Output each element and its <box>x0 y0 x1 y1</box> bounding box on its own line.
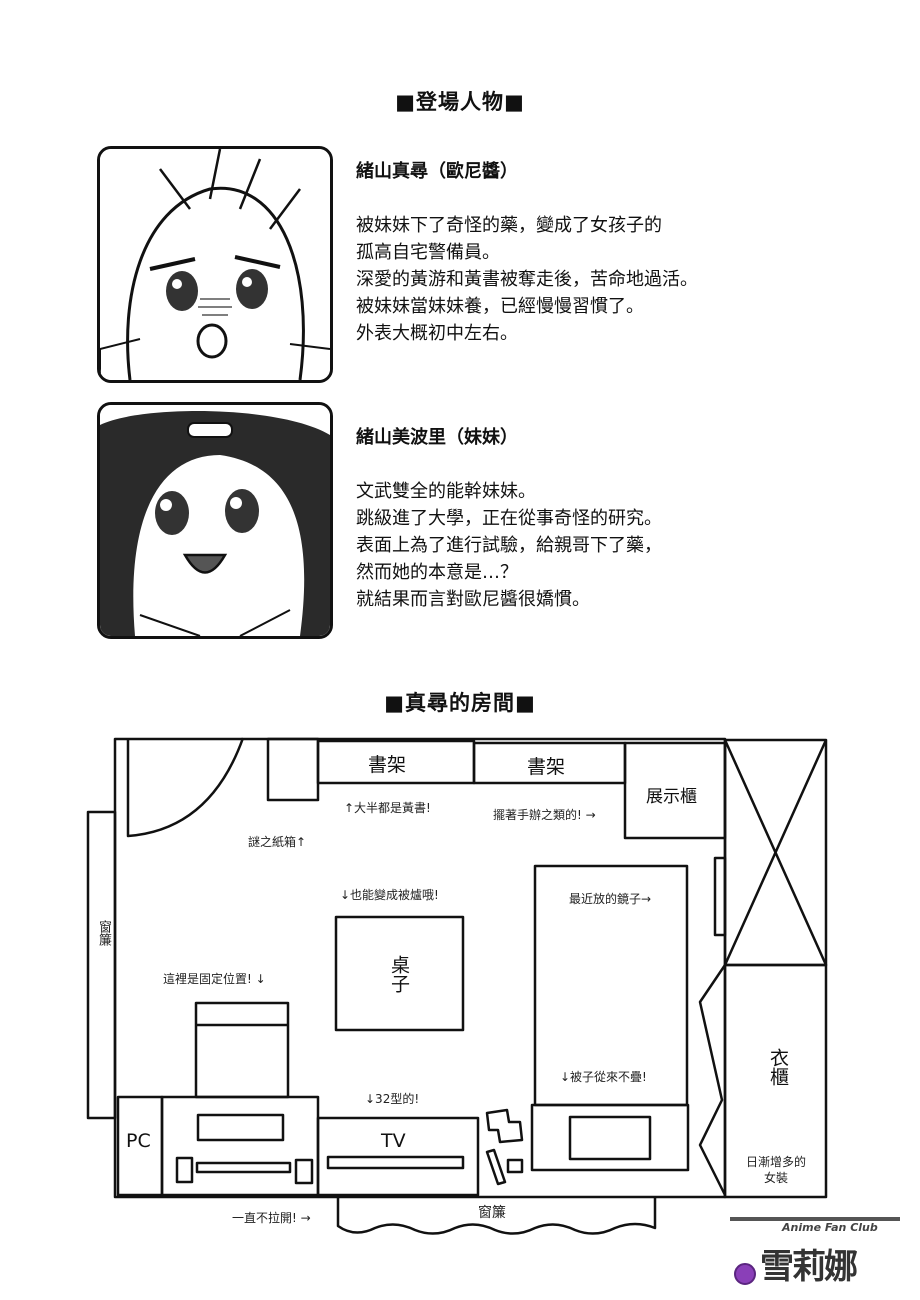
tv-stand <box>316 1116 480 1197</box>
watermark-text: Anime Fan Club <box>782 1221 878 1234</box>
bookshelf-2-label: 書架 <box>527 756 566 778</box>
portrait-mihari <box>97 402 333 639</box>
desk <box>334 915 465 1032</box>
closet-cross <box>723 739 828 966</box>
watermark-emblem-icon <box>734 1263 756 1285</box>
bookshelf-1-label: 書架 <box>368 754 407 776</box>
left-curtain-label: 窗簾 <box>96 920 111 946</box>
clothes-note-line: 女裝 <box>763 1171 788 1185</box>
left-curtain <box>86 810 117 1120</box>
bottom-curtain-label: 窗簾 <box>478 1205 506 1221</box>
description-line: 被妹妹下了奇怪的藥，變成了女孩子的 <box>356 215 662 236</box>
description-line: 孤高自宅警備員。 <box>356 242 500 263</box>
description-line: 被妹妹當妹妹養，已經慢慢習慣了。 <box>356 296 644 317</box>
bed-foot <box>530 1103 690 1172</box>
kotatsu-note: ↓也能變成被爐哦! <box>340 888 439 902</box>
watermark-logo: Anime Fan Club 雪莉娜 <box>730 1215 900 1290</box>
mystery-box <box>266 737 320 802</box>
speaker-left <box>175 1156 194 1184</box>
pillow <box>568 1115 652 1161</box>
character-description-mihari: 緒山美波里（妹妹） 文武雙全的能幹妹妹。 跳級進了大學，正在從事奇怪的研究。 表… <box>356 424 662 613</box>
character-name: 緒山美波里（妹妹） <box>356 427 518 448</box>
chair <box>194 1001 290 1099</box>
figures-note: 擺著手辦之類的! → <box>493 808 596 822</box>
curtain-note: 一直不拉開! → <box>232 1211 311 1225</box>
clothes-note-line: 日漸增多的 <box>745 1155 806 1169</box>
keyboard <box>195 1161 292 1174</box>
door-swing <box>126 737 245 838</box>
description-line: 深愛的黃游和黃書被奪走後，苦命地過活。 <box>356 269 698 290</box>
tv-label: TV <box>381 1130 406 1152</box>
box-note: 謎之紙箱↑ <box>248 835 307 849</box>
wardrobe-label: 衣櫃 <box>767 1048 789 1086</box>
speaker-right <box>294 1158 314 1185</box>
display-cabinet-label: 展示櫃 <box>646 787 697 807</box>
description-line: 跳級進了大學，正在從事奇怪的研究。 <box>356 508 662 529</box>
bottom-curtain <box>336 1197 657 1235</box>
watermark-name: 雪莉娜 <box>760 1247 858 1287</box>
tv-screen <box>326 1155 465 1170</box>
monitor <box>196 1113 285 1142</box>
characters-section-title: ■登場人物■ <box>395 90 525 114</box>
blanket-note: ↓被子從來不疊! <box>560 1070 647 1084</box>
desk-label: 桌子 <box>388 955 410 993</box>
controller <box>485 1148 507 1186</box>
pc-label: PC <box>126 1130 151 1152</box>
wardrobe <box>723 963 828 1199</box>
portrait-mahiro <box>97 146 333 383</box>
tv-note: ↓32型的! <box>365 1092 420 1106</box>
description-line: 就結果而言對歐尼醬很嬌慣。 <box>356 589 590 610</box>
wardrobe-door <box>698 964 727 1196</box>
description-line: 外表大概初中左右。 <box>356 323 518 344</box>
description-line: 然而她的本意是…？ <box>356 562 518 583</box>
character-name: 緒山真尋（歐尼醬） <box>356 161 518 182</box>
description-line: 文武雙全的能幹妹妹。 <box>356 481 536 502</box>
fixed-position-note: 這裡是固定位置! ↓ <box>163 972 266 986</box>
bookshelf-note: ↑大半都是黃書! <box>344 801 431 815</box>
mahiro-face-illustration <box>100 149 330 380</box>
pc-desk <box>160 1095 320 1197</box>
room-section-title: ■真尋的房間■ <box>384 691 536 715</box>
description-line: 表面上為了進行試驗，給親哥下了藥， <box>356 535 662 556</box>
controller-2 <box>506 1158 524 1174</box>
game-console <box>485 1108 524 1144</box>
character-description-mahiro: 緒山真尋（歐尼醬） 被妹妹下了奇怪的藥，變成了女孩子的 孤高自宅警備員。 深愛的… <box>356 158 698 347</box>
clothes-note: 日漸增多的 女裝 <box>726 1154 826 1186</box>
mirror <box>713 856 727 937</box>
mirror-note: 最近放的鏡子→ <box>569 892 652 906</box>
mihari-face-illustration <box>100 405 330 636</box>
